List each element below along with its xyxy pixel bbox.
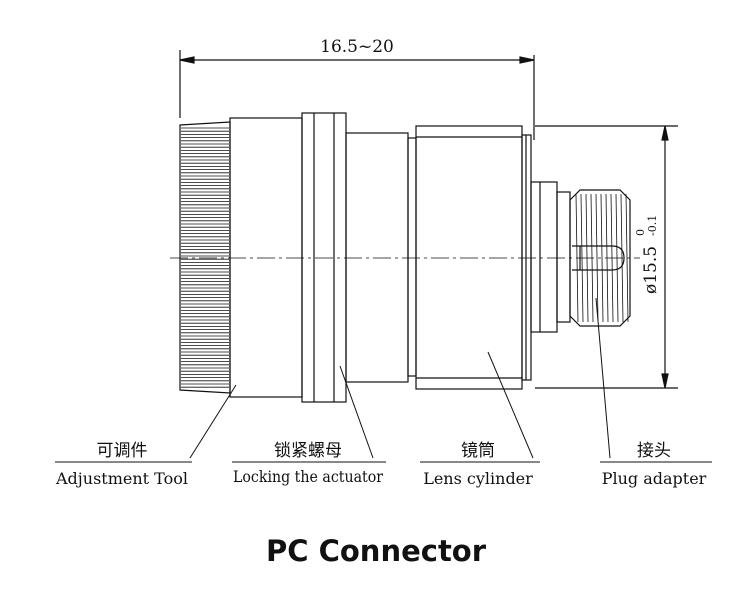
locking-nut-body [301, 112, 347, 403]
length-dimension [179, 50, 535, 140]
leader-lines [55, 297, 712, 463]
diameter-tol-upper: 0 [634, 229, 647, 236]
locking-nut-label-cn: 锁紧螺母 [274, 441, 342, 461]
length-dimension-label: 16.5~20 [320, 37, 394, 57]
adjustment-tool-label-en: Adjustment Tool [55, 469, 188, 488]
plug-adapter-body [530, 181, 631, 333]
diameter-dimension [535, 125, 678, 389]
page-title: PC Connector [265, 534, 487, 568]
adjustment-tool-label-cn: 可调件 [97, 441, 148, 461]
locking-nut-label-en: Locking the actuator [233, 467, 383, 486]
plug-adapter-label-en: Plug adapter [602, 469, 707, 488]
diameter-label-group: ø15.5 0 -0.1 [634, 215, 661, 294]
diameter-main-label: ø15.5 [641, 246, 661, 294]
lens-cylinder-label-cn: 镜筒 [461, 441, 495, 461]
lens-cylinder-body [415, 125, 532, 390]
thread-line [595, 193, 599, 323]
plug-adapter-label-cn: 接头 [637, 441, 671, 461]
neck-body [345, 132, 417, 383]
lens-cylinder-label-en: Lens cylinder [423, 469, 533, 488]
knurl-hatching [181, 127, 229, 388]
thread-line [600, 193, 604, 323]
diameter-tol-lower: -0.1 [646, 215, 659, 236]
adjustment-tool-body [179, 117, 303, 398]
